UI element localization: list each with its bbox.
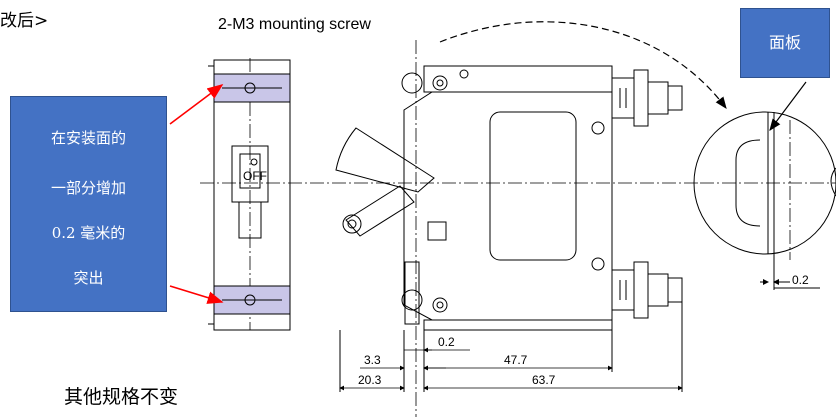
side-view	[335, 65, 683, 392]
header-fragment: 改后>	[0, 11, 49, 31]
callout-line-3: 0.2 毫米的	[51, 224, 126, 242]
detail-curved-arrow	[439, 21, 727, 109]
callout-line-2: 一部分增加	[50, 179, 126, 197]
screw-label: 2-M3 mounting screw	[218, 16, 371, 33]
dimension-labels: 0.2 3.3 47.7 20.3 63.7 0.2	[358, 273, 809, 387]
red-arrow-bottom	[169, 285, 224, 304]
dimension-lines	[339, 347, 683, 391]
panel-callout: 面板	[740, 8, 830, 78]
callout-line-1: 在安装面的	[50, 129, 126, 147]
dim-0-2-bottom: 0.2	[438, 335, 455, 349]
dim-3-3: 3.3	[364, 353, 381, 367]
footnote: 其他规格不变	[64, 386, 179, 408]
protrusion-callout: 在安装面的 一部分增加 0.2 毫米的 突出	[10, 96, 167, 312]
off-label: OFF	[243, 169, 267, 183]
dim-20-3: 20.3	[358, 373, 382, 387]
detail-view	[693, 81, 836, 290]
panel-pointer	[769, 81, 807, 131]
callout-line-4: 突出	[73, 269, 104, 287]
dim-47-7: 47.7	[504, 353, 528, 367]
red-arrow-top	[169, 84, 224, 125]
dim-0-2-detail: 0.2	[792, 273, 809, 287]
front-view: OFF	[208, 59, 291, 331]
dim-63-7: 63.7	[532, 373, 556, 387]
